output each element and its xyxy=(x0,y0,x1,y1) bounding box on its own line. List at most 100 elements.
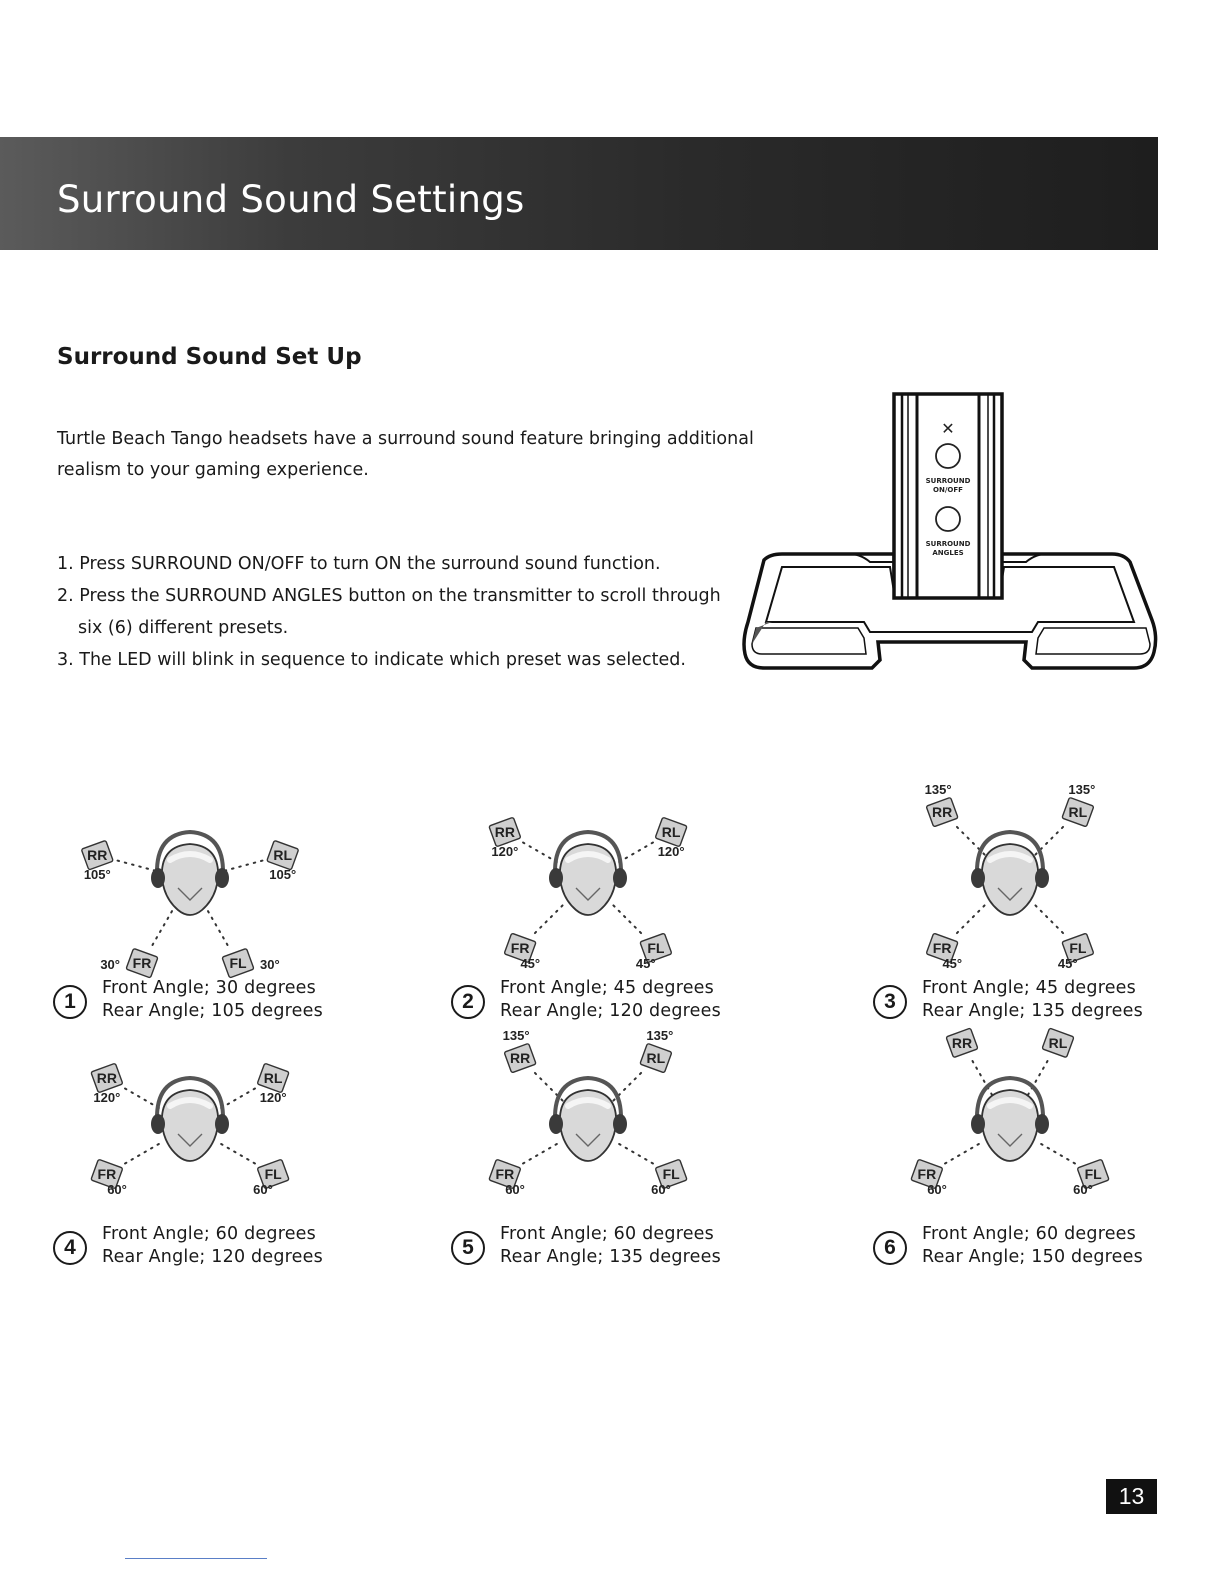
angle-label: 30° xyxy=(100,957,120,972)
page-number: 13 xyxy=(1106,1479,1157,1514)
angle-label: 45° xyxy=(636,956,656,971)
speaker-label: FL xyxy=(1069,940,1087,956)
speaker-label: RL xyxy=(1049,1035,1068,1051)
dotted-line xyxy=(119,1143,160,1167)
speaker-label: RR xyxy=(510,1050,530,1066)
speaker-rear-left: RL xyxy=(266,840,299,871)
surround-on-off-label-2: ON/OFF xyxy=(933,486,963,494)
speaker-rear-left: RL xyxy=(655,817,688,847)
angle-label: 105° xyxy=(84,867,111,882)
front-angle-text: Front Angle; 45 degrees xyxy=(922,978,1136,998)
rear-angle-text: Rear Angle; 105 degrees xyxy=(102,1001,323,1021)
dotted-line xyxy=(220,1085,261,1109)
speaker-label: RR xyxy=(932,804,952,820)
surround-angles-label-2: ANGLES xyxy=(932,549,963,557)
section-heading: Surround Sound Set Up xyxy=(57,344,362,370)
speaker-label: RL xyxy=(647,1050,666,1066)
speaker-label: FR xyxy=(98,1166,117,1182)
angle-label: 45° xyxy=(1058,956,1078,971)
angle-label: 135° xyxy=(503,1028,530,1043)
front-angle-text: Front Angle; 45 degrees xyxy=(500,978,714,998)
surround-angles-label-1: SURROUND xyxy=(926,540,971,548)
dotted-line xyxy=(1040,1143,1081,1167)
intro-line: Turtle Beach Tango headsets have a surro… xyxy=(57,429,754,449)
dotted-line xyxy=(223,858,269,872)
dotted-line xyxy=(618,839,659,863)
speaker-label: FR xyxy=(933,940,952,956)
dotted-line xyxy=(517,1143,558,1167)
head-icon xyxy=(151,829,229,916)
rear-angle-text: Rear Angle; 135 degrees xyxy=(500,1247,721,1267)
speaker-front-left: FL xyxy=(1061,932,1094,963)
speaker-front-right: FR xyxy=(910,1159,943,1189)
preset-number-badge: 1 xyxy=(53,985,87,1019)
speaker-rear-right: RR xyxy=(504,1043,537,1074)
angle-label: 120° xyxy=(260,1090,287,1105)
speaker-front-right: FR xyxy=(488,1159,521,1189)
angle-label: 45° xyxy=(942,956,962,971)
angle-label: 45° xyxy=(520,956,540,971)
step-2: 2. Press the SURROUND ANGLES button on t… xyxy=(57,586,721,606)
angle-label: 120° xyxy=(491,844,518,859)
angle-label: 60° xyxy=(1073,1182,1093,1197)
close-icon: ✕ xyxy=(941,419,954,438)
dotted-line xyxy=(149,910,173,951)
head-icon xyxy=(971,829,1049,916)
dotted-line xyxy=(220,1143,261,1167)
intro-line: realism to your gaming experience. xyxy=(57,460,369,480)
speaker-front-right: FR xyxy=(504,932,537,963)
intro-paragraph: Turtle Beach Tango headsets have a surro… xyxy=(57,424,757,486)
speaker-front-left: FL xyxy=(655,1159,688,1189)
angle-label: 60° xyxy=(505,1182,525,1197)
speaker-rear-left: RL xyxy=(1061,797,1094,828)
speaker-label: FR xyxy=(511,940,530,956)
speaker-rear-left: RL xyxy=(257,1063,290,1093)
speaker-label: RL xyxy=(273,847,292,863)
head-icon xyxy=(151,1075,229,1162)
angle-label: 105° xyxy=(269,867,296,882)
speaker-rear-right: RR xyxy=(488,817,521,847)
preset-number-badge: 3 xyxy=(873,985,907,1019)
dotted-line xyxy=(939,1143,980,1167)
dotted-line xyxy=(111,858,157,872)
preset-number-badge: 6 xyxy=(873,1231,907,1265)
front-angle-text: Front Angle; 60 degrees xyxy=(500,1224,714,1244)
dotted-line xyxy=(952,904,986,938)
step-2-continued: six (6) different presets. xyxy=(78,618,289,638)
speaker-label: FR xyxy=(496,1166,515,1182)
speaker-rear-right: RR xyxy=(90,1063,123,1093)
surround-angles-button xyxy=(935,506,961,532)
speaker-label: FL xyxy=(663,1166,681,1182)
speaker-rear-left: RL xyxy=(639,1043,672,1074)
angle-label: 60° xyxy=(927,1182,947,1197)
head-icon xyxy=(971,1075,1049,1162)
speaker-rear-right: RR xyxy=(945,1027,979,1058)
speaker-front-right: FR xyxy=(90,1159,123,1189)
speaker-label: FL xyxy=(265,1166,283,1182)
speaker-rear-right: RR xyxy=(81,840,114,871)
speaker-label: RL xyxy=(1069,804,1088,820)
speaker-label: RR xyxy=(97,1070,117,1086)
dotted-line xyxy=(119,1085,160,1109)
angle-label: 30° xyxy=(260,957,280,972)
rear-angle-text: Rear Angle; 135 degrees xyxy=(922,1001,1143,1021)
angle-label: 60° xyxy=(107,1182,127,1197)
rear-angle-text: Rear Angle; 120 degrees xyxy=(102,1247,323,1267)
preset-number-badge: 2 xyxy=(451,985,485,1019)
speaker-label: RL xyxy=(264,1070,283,1086)
head-icon xyxy=(549,1075,627,1162)
angle-label: 135° xyxy=(646,1028,673,1043)
speaker-front-left: FL xyxy=(1077,1159,1110,1189)
speaker-front-left: FL xyxy=(221,948,255,979)
